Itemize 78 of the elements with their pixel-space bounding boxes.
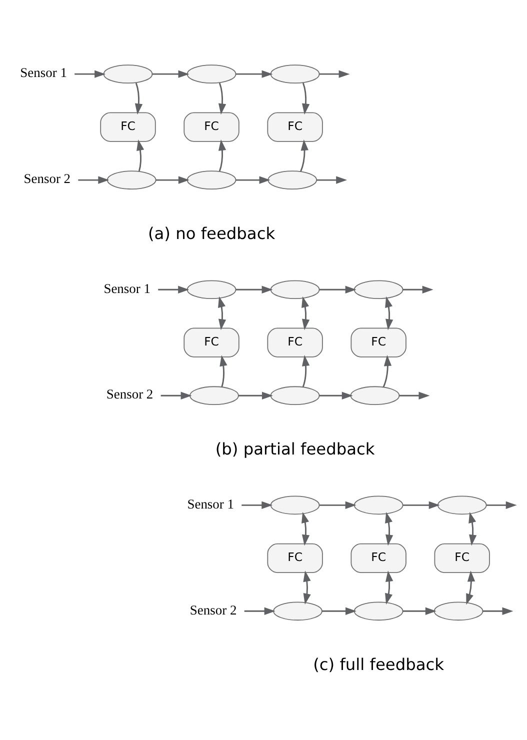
- arrow: [236, 70, 272, 78]
- arrow: [301, 296, 310, 330]
- arrow: [244, 607, 275, 615]
- node-box: FC: [434, 543, 490, 573]
- node-text: Sensor 2: [189, 602, 236, 618]
- node-ellipse: [433, 602, 483, 621]
- arrow: [322, 607, 356, 615]
- arrow: [318, 392, 352, 400]
- node-box: FC: [266, 543, 322, 573]
- node-ellipse: [353, 280, 403, 300]
- node-text: Sensor 2: [23, 171, 70, 186]
- node-ellipse: [350, 386, 400, 406]
- node-ellipse: [353, 496, 403, 515]
- node-text: Sensor 2: [106, 386, 153, 402]
- arrow: [302, 570, 310, 605]
- node-box: FC: [183, 328, 239, 358]
- node-text: Sensor 1: [186, 496, 234, 512]
- node-ellipse: [189, 386, 238, 406]
- arrow: [384, 512, 393, 546]
- node-ellipse: [436, 496, 486, 515]
- node-box: FC: [100, 112, 156, 142]
- node-box: FC: [350, 328, 406, 358]
- arrow: [235, 176, 270, 184]
- arrow: [318, 70, 350, 78]
- arrow: [74, 70, 106, 78]
- node-box: FC: [266, 112, 322, 142]
- node-ellipse: [270, 386, 320, 406]
- node-text: Sensor 1: [103, 280, 150, 296]
- arrow: [78, 176, 109, 184]
- arrow: [155, 176, 189, 184]
- arrow: [382, 355, 392, 388]
- arrow: [384, 570, 393, 604]
- node-box: FC: [350, 543, 406, 573]
- arrow: [218, 82, 226, 115]
- arrow: [300, 140, 308, 172]
- arrow: [218, 140, 226, 172]
- arrow: [158, 286, 189, 294]
- arrow: [301, 512, 310, 546]
- arrow: [402, 607, 436, 615]
- node-box: FC: [266, 328, 322, 358]
- node-ellipse: [353, 602, 403, 621]
- node-ellipse: [106, 170, 156, 190]
- node-ellipse: [272, 602, 322, 621]
- arrow: [241, 501, 272, 509]
- node-ellipse: [186, 170, 236, 190]
- arrow: [218, 296, 226, 330]
- arrow: [486, 501, 516, 509]
- label: (b) partial feedback: [214, 439, 374, 458]
- arrow: [134, 82, 142, 115]
- arrow: [236, 286, 272, 294]
- node-ellipse: [270, 496, 320, 515]
- arrow: [384, 296, 393, 330]
- node-ellipse: [102, 64, 152, 84]
- arrow: [316, 176, 347, 184]
- node-ellipse: [267, 170, 317, 190]
- arrow: [402, 286, 433, 294]
- node-ellipse: [186, 64, 236, 84]
- arrow: [301, 355, 310, 388]
- arrow: [301, 82, 310, 115]
- arrow: [468, 512, 476, 546]
- node-ellipse: [270, 280, 320, 300]
- arrow: [402, 501, 440, 509]
- arrow: [319, 286, 356, 294]
- node-ellipse: [186, 280, 236, 300]
- arrow: [152, 70, 189, 78]
- arrow: [160, 392, 192, 400]
- label: (a) no feedback: [147, 224, 275, 243]
- node-ellipse: [270, 64, 320, 84]
- node-text: Sensor 1: [20, 65, 66, 80]
- arrow: [482, 607, 513, 615]
- arrow: [219, 355, 227, 388]
- arrow: [398, 392, 430, 400]
- arrow: [466, 570, 475, 605]
- arrow: [319, 501, 356, 509]
- arrow: [136, 140, 144, 172]
- label: (c) full feedback: [312, 654, 444, 674]
- arrow: [238, 392, 272, 400]
- node-box: FC: [183, 112, 239, 142]
